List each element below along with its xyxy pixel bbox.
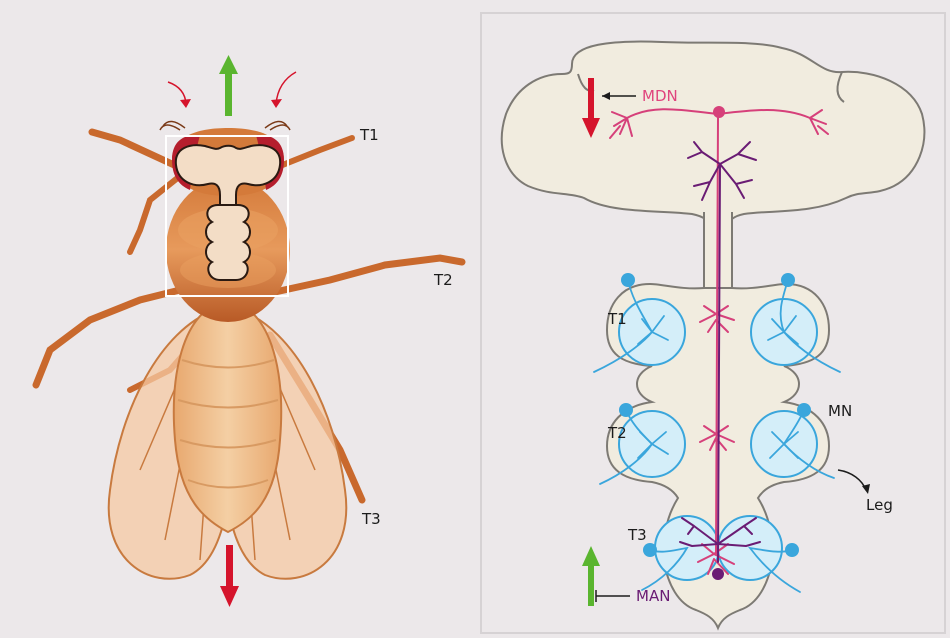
label-t2: T2 — [433, 271, 453, 289]
forward-arrow — [219, 55, 238, 116]
mdn-soma — [713, 106, 725, 118]
label-cns-t2: T2 — [607, 424, 627, 442]
backward-arrow — [220, 545, 239, 607]
label-leg: Leg — [866, 496, 893, 514]
label-t1: T1 — [359, 126, 379, 144]
leg-arrow — [838, 470, 866, 490]
label-t3: T3 — [361, 510, 381, 528]
label-mn: MN — [828, 402, 852, 420]
label-cns-t3: T3 — [627, 526, 647, 544]
fly-abdomen — [174, 300, 281, 532]
label-mdn: MDN — [642, 87, 678, 105]
man-forward-arrow — [582, 546, 600, 606]
cns-illustration: MDN MAN T1 T2 T3 MN Leg — [482, 14, 944, 632]
man-soma — [712, 568, 724, 580]
cns-panel: MDN MAN T1 T2 T3 MN Leg — [480, 12, 946, 634]
fly-panel: T1 T2 T3 — [0, 0, 470, 638]
label-man: MAN — [636, 587, 670, 605]
fly-illustration: T1 T2 T3 — [0, 0, 470, 638]
label-cns-t1: T1 — [607, 310, 627, 328]
